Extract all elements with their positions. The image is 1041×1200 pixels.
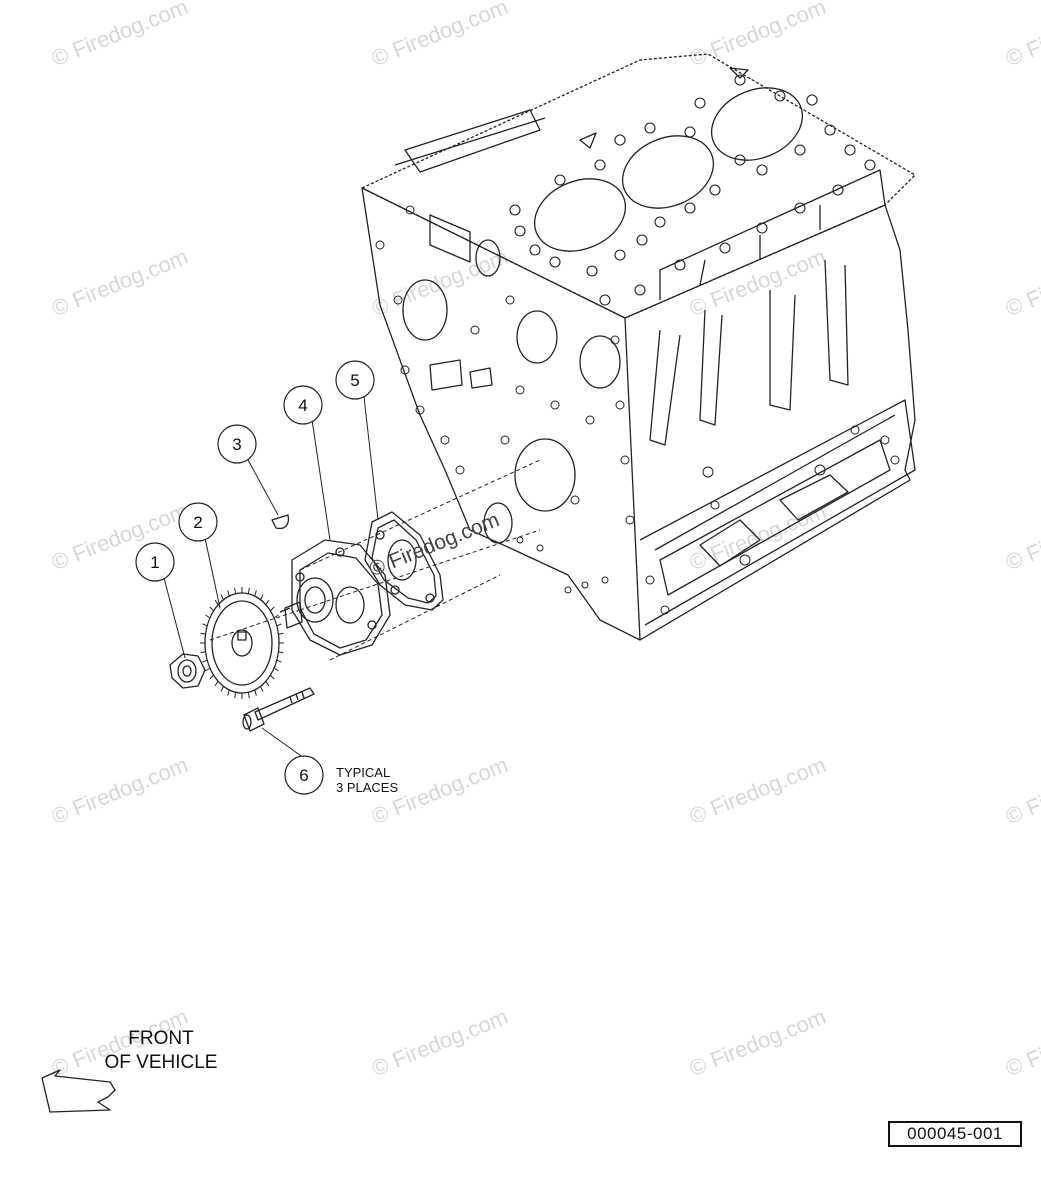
callout-1: 1 [135, 542, 175, 582]
front-of-vehicle-label: FRONT OF VEHICLE [96, 1027, 226, 1075]
gasket [364, 511, 444, 611]
gear-tooth [269, 606, 275, 612]
gear-tooth [260, 594, 264, 600]
gear-tooth [265, 681, 270, 687]
gear-tooth [214, 599, 219, 605]
callout-6: 6 [284, 755, 324, 795]
figure-id-box: 000045-001 [888, 1121, 1022, 1147]
gear-tooth [209, 674, 215, 680]
typical-note-line: TYPICAL [336, 765, 391, 780]
assembly-axis-lines [209, 459, 541, 661]
callout-3: 3 [217, 424, 257, 464]
gear-tooth [227, 590, 230, 597]
front-direction-arrow [41, 1069, 116, 1113]
callout-number: 3 [232, 435, 241, 454]
gear-tooth [269, 674, 275, 680]
front-label-line: FRONT [128, 1028, 194, 1049]
gear-tooth [200, 632, 206, 635]
gear-tooth [220, 594, 224, 600]
gear-tooth [209, 606, 215, 612]
gear-tooth [205, 667, 211, 672]
callout-leaders [163, 396, 379, 759]
gear-tooth [254, 689, 257, 696]
gear-tooth [227, 689, 230, 696]
gear-tooth [220, 686, 224, 692]
callout-number: 4 [298, 396, 307, 415]
gear-tooth [234, 692, 237, 699]
callout-5: 5 [335, 360, 375, 400]
gear-tooth [260, 686, 264, 692]
callout-number: 5 [350, 371, 359, 390]
gear-tooth [278, 651, 284, 654]
callout-number: 2 [193, 513, 202, 532]
gear-tooth [200, 651, 206, 654]
gear-tooth [273, 614, 279, 619]
gear-tooth [276, 659, 282, 663]
callout-2: 2 [178, 502, 218, 542]
gear-tooth [265, 599, 270, 605]
gear-tooth [202, 623, 208, 627]
woodruff-key [271, 514, 290, 530]
gear-tooth [234, 587, 237, 594]
gear-tooth [202, 659, 208, 663]
front-label-line: OF VEHICLE [104, 1052, 218, 1073]
gear-tooth [214, 681, 219, 687]
gear-tooth [247, 692, 250, 699]
callout-4: 4 [283, 385, 323, 425]
gear-tooth [276, 623, 282, 627]
gear-tooth [273, 667, 279, 672]
engine-block [361, 53, 916, 641]
oil-pump [279, 539, 391, 656]
callout-number: 1 [150, 553, 159, 572]
typical-note: TYPICAL 3 PLACES [336, 765, 398, 795]
callout-number: 6 [299, 766, 308, 785]
gear-tooth [254, 590, 257, 597]
drive-gear [200, 587, 284, 699]
hex-nut [169, 653, 206, 689]
gear-tooth [205, 614, 211, 619]
typical-note-line: 3 PLACES [336, 780, 399, 795]
gear-tooth [247, 587, 250, 594]
gear-tooth [278, 632, 284, 635]
flange-bolt [242, 687, 315, 732]
